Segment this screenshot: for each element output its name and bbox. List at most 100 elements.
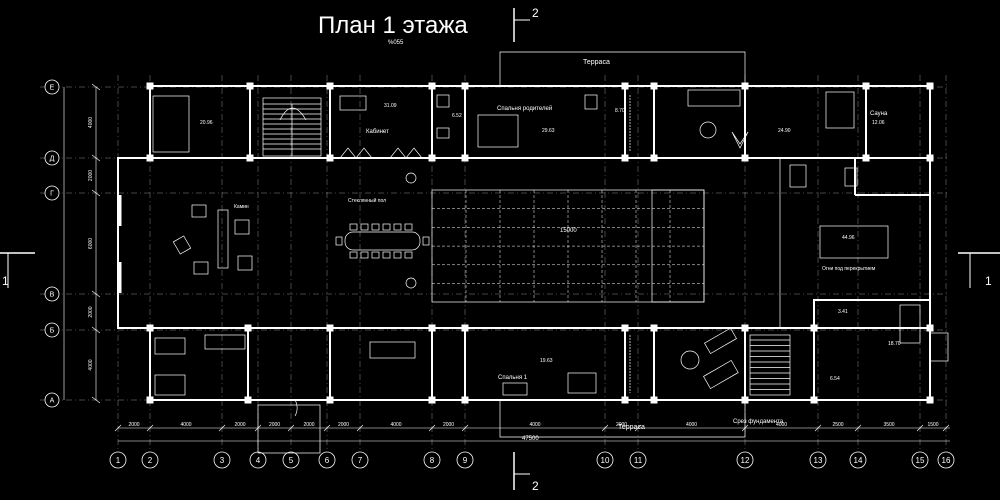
area-bath: 6.52 xyxy=(452,113,462,119)
column-dimension: 4000 xyxy=(390,422,401,428)
column-post xyxy=(326,324,334,332)
column-axis-label: 10 xyxy=(601,456,610,465)
terrace-top-label: Терраса xyxy=(583,59,610,66)
sauna: Сауна 12.06 xyxy=(825,91,888,129)
row-axis-bubble: Д xyxy=(44,150,60,166)
parents-bedroom-label: Спальня родителей xyxy=(497,105,552,112)
row-axis-label: Д xyxy=(50,156,55,163)
column-axis-label: 13 xyxy=(814,456,823,465)
row-dimension: 2000 xyxy=(88,170,94,181)
column-axis-bubble: 12 xyxy=(736,451,754,469)
section-mark-left: 1 xyxy=(0,252,35,288)
column-axis-label: 7 xyxy=(358,456,363,465)
column-post xyxy=(428,396,436,404)
column-post xyxy=(461,154,469,162)
bedroom-1-label: Спальня 1 xyxy=(498,375,528,381)
column-post xyxy=(621,396,629,404)
living-area: Камин xyxy=(118,195,253,293)
column-post xyxy=(926,324,934,332)
area-parents: 29.63 xyxy=(542,128,555,134)
column-dimension: 1500 xyxy=(927,422,938,428)
column-post xyxy=(428,154,436,162)
column-axis-bubble: 3 xyxy=(213,451,231,469)
row-axis-bubble: Г xyxy=(44,185,60,201)
column-post xyxy=(146,324,154,332)
column-axis-label: 16 xyxy=(942,456,951,465)
column-axis-bubble: 5 xyxy=(282,451,300,469)
column-post xyxy=(428,324,436,332)
column-axis-bubble: 8 xyxy=(423,451,441,469)
column-dimension: 2000 xyxy=(234,422,245,428)
section-label-top: 2 xyxy=(532,6,539,20)
column-axis-bubble: 11 xyxy=(629,451,647,469)
bedroom-1: Спальня 1 19.63 xyxy=(498,335,631,396)
column-dimension: 2000 xyxy=(338,422,349,428)
row-axis-bubble: Е xyxy=(44,79,60,95)
chair xyxy=(393,251,402,259)
column-axis-label: 9 xyxy=(463,456,468,465)
section-label-right: 1 xyxy=(985,274,992,288)
column-dimension: 4000 xyxy=(180,422,191,428)
column-axis-label: 14 xyxy=(854,456,863,465)
column-dimension: 2000 xyxy=(303,422,314,428)
column-post xyxy=(810,396,818,404)
column-dimension: 2000 xyxy=(443,422,454,428)
area-bath2: 6.54 xyxy=(830,376,840,382)
column-dimension: 2000 xyxy=(128,422,139,428)
column-post xyxy=(862,154,870,162)
plan-title-scale: %055 xyxy=(388,40,404,46)
column-axis-bubble: 16 xyxy=(937,451,955,469)
row-dimension: 4000 xyxy=(88,117,94,128)
column-dimension: 2500 xyxy=(832,422,843,428)
chair xyxy=(335,236,343,246)
row-axis-label: Г xyxy=(50,191,54,198)
row-axis-label: Е xyxy=(50,85,55,92)
column-axis-label: 6 xyxy=(325,456,330,465)
column-axis-bubble: 9 xyxy=(456,451,474,469)
column-axis-label: 1 xyxy=(116,456,121,465)
column-axis-label: 2 xyxy=(148,456,153,465)
column-axis-bubble: 7 xyxy=(351,451,369,469)
section-mark-bottom: 2 xyxy=(513,452,539,493)
bottom-right-rooms: 3.41 6.54 18.70 Срез фундамента xyxy=(680,304,949,425)
sauna-label: Сауна xyxy=(870,111,888,117)
column-axis-bubble: 14 xyxy=(849,451,867,469)
column-axis-label: 8 xyxy=(430,456,435,465)
column-post xyxy=(650,324,658,332)
chair xyxy=(371,223,380,231)
column-axis-bubble: 6 xyxy=(318,451,336,469)
column-post xyxy=(428,82,436,90)
column-dimension: 3500 xyxy=(883,422,894,428)
column-post xyxy=(621,154,629,162)
column-post xyxy=(146,396,154,404)
chair xyxy=(382,223,391,231)
base-cut-label: Срез фундамента xyxy=(733,419,784,425)
area-lounge: 24.90 xyxy=(778,128,791,134)
column-post xyxy=(741,154,749,162)
column-dimension: 2000 xyxy=(269,422,280,428)
plant-bottom xyxy=(405,277,417,289)
office-furniture: Кабинет 31.09 xyxy=(339,95,423,159)
chair xyxy=(422,236,430,246)
column-post xyxy=(461,324,469,332)
row-dimension: 6000 xyxy=(88,238,94,249)
pool-room-right: 44.96 Огни под перекрытием xyxy=(789,164,889,272)
column-axis-label: 4 xyxy=(256,456,261,465)
row-axis-bubble: А xyxy=(44,392,60,408)
column-axis-bubble: 2 xyxy=(141,451,159,469)
column-post xyxy=(246,154,254,162)
column-post xyxy=(650,82,658,90)
chair xyxy=(349,251,358,259)
area-bedroom1: 19.63 xyxy=(540,358,553,364)
column-axis-label: 15 xyxy=(916,456,925,465)
area-top-left: 20.96 xyxy=(200,120,213,126)
column-post xyxy=(621,82,629,90)
area-office: 31.09 xyxy=(384,103,397,109)
section-label-bottom: 2 xyxy=(532,479,539,493)
building-walls xyxy=(117,85,931,401)
column-post xyxy=(146,82,154,90)
